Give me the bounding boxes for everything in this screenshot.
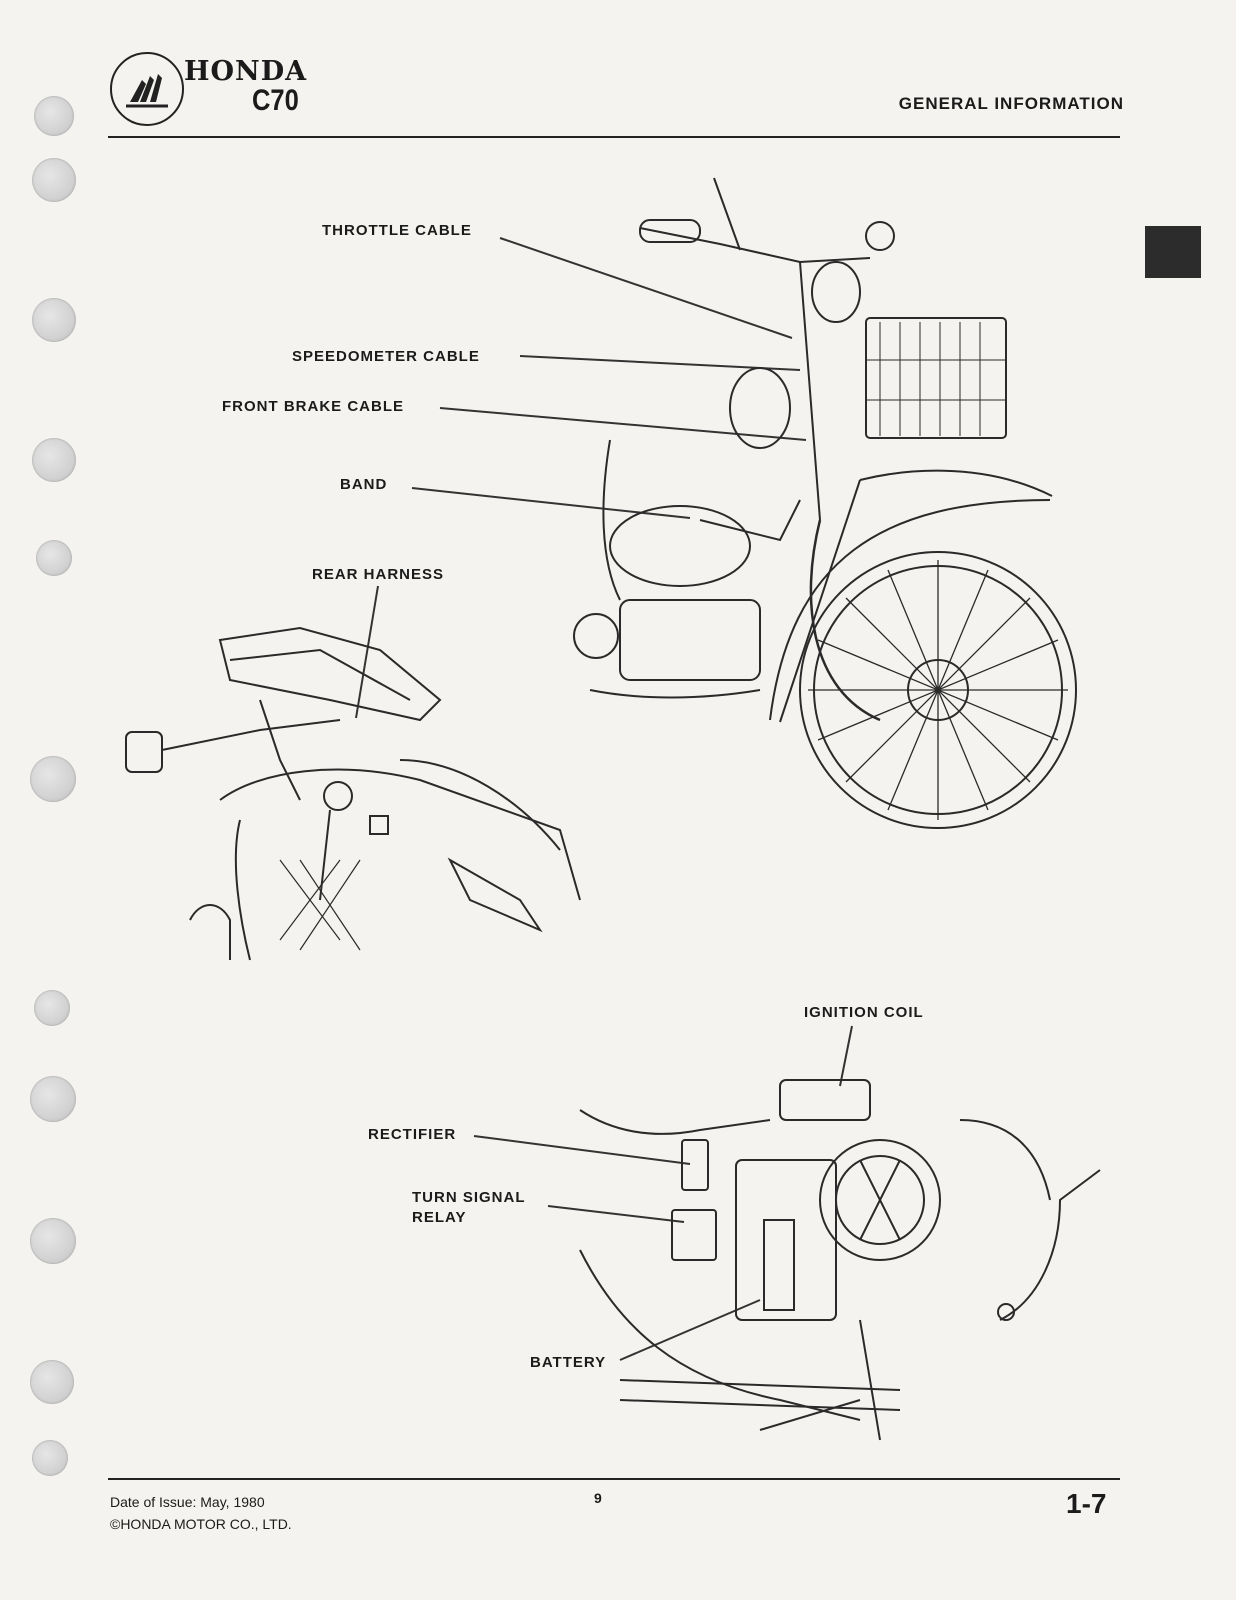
wing-icon — [126, 74, 168, 108]
leader-rectifier — [473, 1135, 691, 1165]
binder-hole — [32, 438, 76, 482]
leader-throttle-cable — [499, 237, 793, 339]
honda-wing-logo — [110, 52, 184, 126]
leader-band — [411, 487, 691, 519]
binder-hole — [32, 298, 76, 342]
copyright: ©HONDA MOTOR CO., LTD. — [110, 1516, 292, 1532]
binder-hole — [34, 96, 74, 136]
label-rectifier: RECTIFIER — [368, 1126, 457, 1143]
leader-battery — [619, 1299, 761, 1361]
footer-rule — [108, 1478, 1120, 1480]
label-band: BAND — [340, 476, 388, 493]
header-rule — [108, 136, 1120, 138]
leader-speedometer-cable — [519, 355, 801, 371]
sheet-number: 9 — [594, 1490, 602, 1506]
section-tab-marker — [1145, 226, 1201, 278]
rear-carrier-drawing — [125, 626, 581, 961]
label-turn-signal-relay: TURN SIGNAL RELAY — [412, 1189, 526, 1226]
binder-hole — [32, 158, 76, 202]
binder-hole — [30, 756, 76, 802]
binder-hole — [30, 1360, 74, 1404]
date-of-issue: Date of Issue: May, 1980 — [110, 1494, 265, 1510]
brand-name: HONDA — [184, 56, 308, 87]
label-ignition-coil: IGNITION COIL — [804, 1004, 924, 1021]
leader-front-brake-cable — [439, 407, 807, 441]
binder-hole — [36, 540, 72, 576]
binder-hole — [34, 990, 70, 1026]
page-number: 1-7 — [1066, 1488, 1107, 1519]
leader-ignition-coil — [839, 1025, 853, 1087]
section-title: GENERAL INFORMATION — [898, 94, 1124, 113]
label-front-brake-cable: FRONT BRAKE CABLE — [222, 398, 404, 415]
electrical-components-drawing — [579, 1079, 1101, 1441]
label-speedometer-cable: SPEEDOMETER CABLE — [292, 348, 480, 365]
binder-hole — [30, 1218, 76, 1264]
binder-hole — [30, 1076, 76, 1122]
leader-turn-signal-relay — [547, 1205, 685, 1223]
label-throttle-cable: THROTTLE CABLE — [322, 222, 472, 239]
leader-rear-harness — [355, 585, 379, 719]
label-battery: BATTERY — [530, 1354, 607, 1371]
front-scooter-drawing — [573, 177, 1077, 829]
binder-hole — [32, 1440, 68, 1476]
model-name: C70 — [252, 84, 299, 117]
label-rear-harness: REAR HARNESS — [312, 566, 445, 583]
